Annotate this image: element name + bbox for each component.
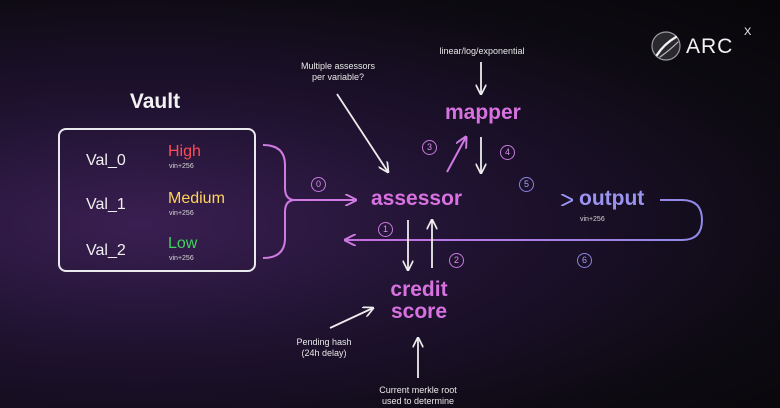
- note-pending-line1: Pending hash: [296, 337, 352, 347]
- note-multiple-assessors: Multiple assessors per variable?: [286, 61, 390, 83]
- credit-score-line2: score: [390, 300, 448, 323]
- assessor-node: assessor: [371, 187, 463, 210]
- arc-logo-superscript: X: [744, 26, 752, 38]
- arrow-output-loop: [345, 199, 704, 240]
- arc-logo-text: ARC: [686, 35, 734, 58]
- step-6-badge: 6: [577, 253, 592, 268]
- note-pending-hash: Pending hash (24h delay): [288, 337, 360, 359]
- vault-box: [58, 128, 256, 272]
- step-5-badge: 5: [519, 177, 534, 192]
- note-multiple-line1: Multiple assessors: [300, 61, 376, 71]
- note-pending-line2: (24h delay): [301, 348, 347, 358]
- vault-row-2-sub: vin+256: [169, 255, 194, 262]
- arrow-multiple-assessors: [336, 93, 388, 172]
- note-merkle-line2: used to determine: [381, 396, 455, 406]
- credit-score-node: credit score: [386, 279, 452, 323]
- mapper-node: mapper: [445, 101, 521, 124]
- vault-row-0-level: High: [168, 143, 201, 160]
- output-sub: vin+256: [580, 216, 605, 223]
- arrow-assessor-to-mapper: [446, 137, 466, 173]
- vault-row-1-name: Val_1: [86, 196, 126, 213]
- arrow-pending-hash: [329, 308, 373, 329]
- note-multiple-line2: per variable?: [311, 72, 365, 82]
- step-2-badge: 2: [449, 253, 464, 268]
- vault-title: Vault: [129, 90, 181, 113]
- vault-row-2-level: Low: [168, 235, 198, 252]
- vault-row-1-sub: vin+256: [169, 210, 194, 217]
- output-node: output: [579, 187, 645, 210]
- step-4-badge: 4: [500, 145, 515, 160]
- arc-logo-mark-icon: [651, 31, 681, 61]
- note-merkle-root: Current merkle root used to determine: [368, 385, 468, 407]
- credit-score-line1: credit: [390, 278, 448, 301]
- step-3-badge: 3: [422, 140, 437, 155]
- step-0-badge: 0: [311, 177, 326, 192]
- note-mapper-types: linear/log/exponential: [439, 46, 525, 56]
- vault-brace: [262, 144, 296, 259]
- step-1-badge: 1: [378, 222, 393, 237]
- vault-row-0-sub: vin+256: [169, 163, 194, 170]
- vault-row-2-name: Val_2: [86, 242, 126, 259]
- vault-row-0-name: Val_0: [86, 152, 126, 169]
- vault-row-1-level: Medium: [168, 190, 225, 207]
- note-merkle-line1: Current merkle root: [379, 385, 457, 395]
